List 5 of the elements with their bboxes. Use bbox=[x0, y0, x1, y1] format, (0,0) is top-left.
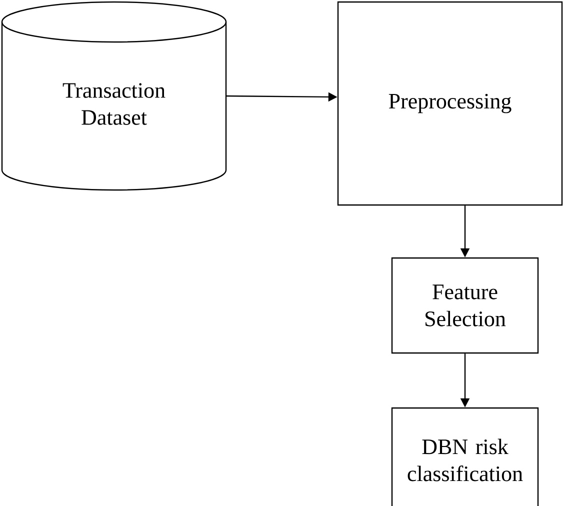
node-label: Transaction Dataset bbox=[62, 83, 166, 125]
process-box: Preprocessing bbox=[337, 1, 563, 206]
process-box: DBN risk classification bbox=[391, 407, 539, 506]
database-cylinder: Transaction Dataset bbox=[1, 1, 227, 191]
process-box: Feature Selection bbox=[391, 257, 539, 354]
